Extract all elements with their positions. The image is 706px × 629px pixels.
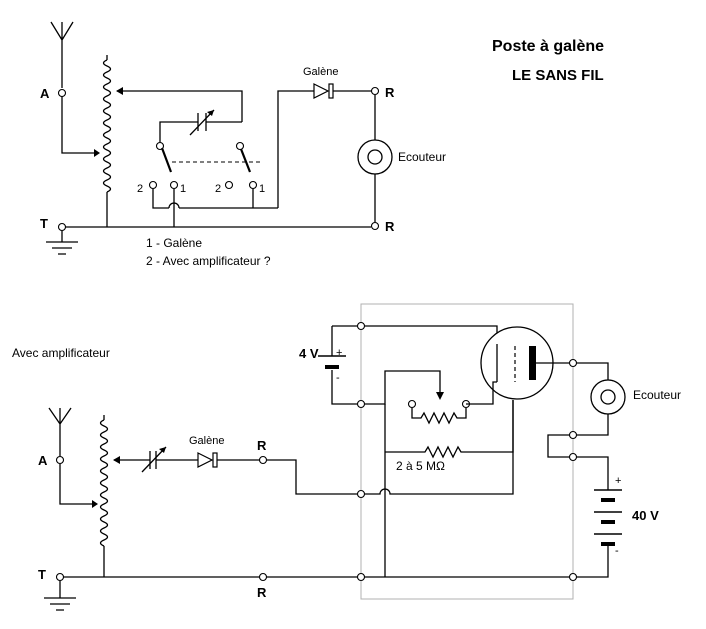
label-antenna-2: A — [38, 453, 48, 468]
label-ground-2: T — [38, 567, 46, 582]
terminal-r-bottom — [370, 221, 380, 231]
earphone-symbol-2 — [577, 362, 626, 436]
resistor-label: 2 à 5 MΩ — [396, 459, 445, 473]
legend-line-1: 1 - Galène — [146, 236, 202, 250]
bottom-circuit: Avec amplificateur A Galèn — [12, 303, 681, 611]
terminal-antenna-2 — [55, 455, 65, 465]
label-r-top-2: R — [257, 438, 267, 453]
antenna-symbol — [50, 21, 74, 88]
detector-label-2: Galène — [189, 435, 224, 447]
top-circuit: A 2 — [40, 21, 446, 268]
variable-capacitor-2 — [141, 446, 198, 473]
switch-left — [148, 141, 278, 227]
battery-40v-minus: - — [615, 545, 619, 557]
terminal-ground — [57, 222, 67, 232]
battery-40v — [577, 489, 622, 578]
detector-label: Galène — [303, 66, 338, 78]
antenna-symbol-2 — [48, 407, 72, 456]
battery-4v-minus: - — [336, 372, 340, 384]
terminal-antenna — [57, 88, 67, 98]
switch-right-pos-1: 1 — [259, 183, 265, 195]
crystal-detector — [313, 83, 372, 99]
terminal-r-bottom-2 — [258, 572, 268, 582]
ground-symbol-2 — [44, 581, 76, 611]
label-r-top: R — [385, 85, 395, 100]
terminal-r-top — [370, 86, 380, 96]
potentiometer — [407, 380, 494, 425]
battery-4v-plus: + — [336, 347, 342, 359]
battery-4v-label: 4 V — [299, 346, 319, 361]
battery-4v — [318, 325, 357, 405]
tap-arrow — [94, 149, 100, 157]
grid-leak-resistor — [417, 445, 467, 459]
variable-capacitor — [159, 109, 242, 142]
terminal-ground-2 — [55, 572, 65, 582]
switch-right — [224, 141, 258, 208]
switch-left-pos-1: 1 — [180, 183, 186, 195]
tuning-coil-2 — [99, 415, 109, 577]
crystal-detector-2 — [197, 452, 260, 468]
terminal-r-top-2 — [258, 455, 268, 465]
switch-left-pos-2: 2 — [137, 183, 143, 195]
title-line-1: Poste à galène — [492, 38, 604, 55]
title-line-2: LE SANS FIL — [512, 67, 604, 84]
tuning-coil — [102, 55, 112, 227]
switch-right-pos-2: 2 — [215, 183, 221, 195]
vacuum-tube — [480, 326, 569, 400]
label-r-bottom-2: R — [257, 585, 267, 600]
earphone-label: Ecouteur — [398, 150, 446, 164]
section-label: Avec amplificateur — [12, 346, 110, 360]
label-r-bottom: R — [385, 219, 395, 234]
ground-symbol — [46, 231, 78, 255]
label-antenna: A — [40, 86, 50, 101]
legend-line-2: 2 - Avec amplificateur ? — [146, 254, 271, 268]
battery-40v-label: 40 V — [632, 508, 659, 523]
battery-40v-plus: + — [615, 475, 621, 487]
amplifier-board — [360, 303, 574, 600]
label-ground: T — [40, 216, 48, 231]
earphone-symbol — [357, 139, 393, 175]
board-terminals — [356, 321, 578, 582]
earphone-label-2: Ecouteur — [633, 388, 681, 402]
